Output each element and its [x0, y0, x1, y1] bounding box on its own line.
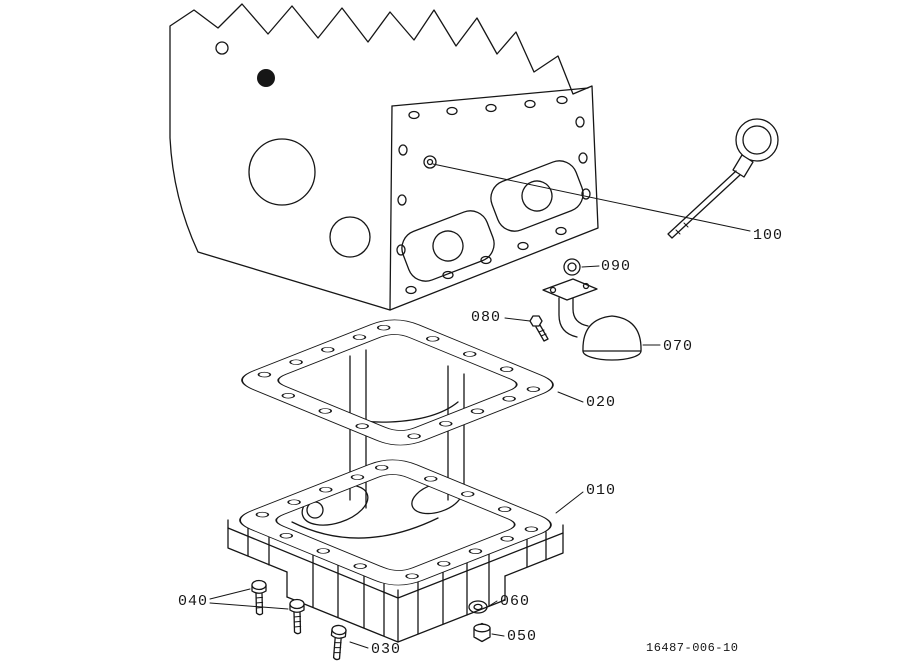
block-flange-bolt-holes: [396, 95, 591, 295]
oil-pan: [227, 459, 564, 643]
leader-lines: [209, 163, 751, 649]
callout-080: 080: [471, 310, 501, 325]
callout-070-label: 070: [663, 338, 694, 355]
pan-interior-detail: [291, 349, 465, 539]
leader-060: [488, 600, 498, 607]
bolt-080-shaft: [535, 324, 549, 342]
dipstick-level-marks: [675, 222, 689, 235]
callout-090-label: 090: [601, 258, 632, 275]
dipstick: [667, 118, 779, 239]
callout-100-label: 100: [753, 227, 784, 244]
block-plug-hole: [257, 69, 275, 87]
callout-070: 070: [663, 339, 693, 354]
dipstick-rod: [667, 170, 741, 239]
callout-030-label: 030: [371, 641, 402, 658]
leader-020: [557, 391, 584, 403]
block-flange-far-edge: [391, 87, 589, 107]
callout-040-label: 040: [178, 593, 209, 610]
block-small-hole: [215, 41, 229, 55]
block-boss: [329, 216, 371, 258]
gasket-bolt-holes: [257, 324, 541, 439]
callout-090: 090: [601, 259, 631, 274]
callout-100: 100: [753, 228, 783, 243]
pan-bolts: [251, 579, 348, 661]
callout-060-label: 060: [500, 593, 531, 610]
strainer-dome: [582, 315, 642, 352]
leader-050: [491, 633, 505, 637]
engine-block: [169, 3, 599, 311]
block-crank-openings: [401, 160, 584, 282]
o-ring: [563, 258, 581, 276]
callout-050-label: 050: [507, 628, 538, 645]
callout-040: 040: [178, 594, 208, 609]
dipstick-grommet: [732, 154, 754, 178]
oil-pan-flange-holes: [255, 464, 539, 579]
leader-040: [209, 588, 289, 610]
drain-plug: [473, 622, 491, 643]
block-face-divider: [389, 105, 393, 311]
leader-090: [581, 265, 600, 268]
callout-030: 030: [371, 642, 401, 657]
block-bore: [248, 138, 316, 206]
leader-010: [555, 491, 584, 514]
oil-pan-walls: [227, 519, 564, 643]
drawing-number: 16487-006-10: [646, 641, 739, 655]
bolt-030: [328, 624, 348, 661]
bolt-040-a: [251, 579, 267, 616]
leader-030: [349, 641, 369, 649]
oil-pan-gasket: [241, 319, 554, 446]
leader-080: [504, 317, 531, 322]
callout-020-label: 020: [586, 394, 617, 411]
callout-080-label: 080: [471, 309, 502, 326]
drain-plug-top: [473, 623, 491, 633]
strainer-pipe: [558, 295, 589, 338]
oil-strainer: [542, 278, 642, 361]
dipstick-port-center: [426, 158, 434, 166]
strainer-bolt: [529, 315, 549, 342]
leader-100: [432, 163, 751, 232]
callout-060: 060: [500, 594, 530, 609]
oil-pan-flange: [239, 459, 552, 586]
callout-020: 020: [586, 395, 616, 410]
dipstick-loop: [735, 118, 779, 162]
callout-050: 050: [507, 629, 537, 644]
bolt-040-b: [289, 598, 305, 635]
drain-washer: [468, 600, 488, 614]
callout-010-label: 010: [586, 482, 617, 499]
callout-010: 010: [586, 483, 616, 498]
dipstick-port: [423, 155, 437, 169]
block-outline: [169, 3, 599, 311]
